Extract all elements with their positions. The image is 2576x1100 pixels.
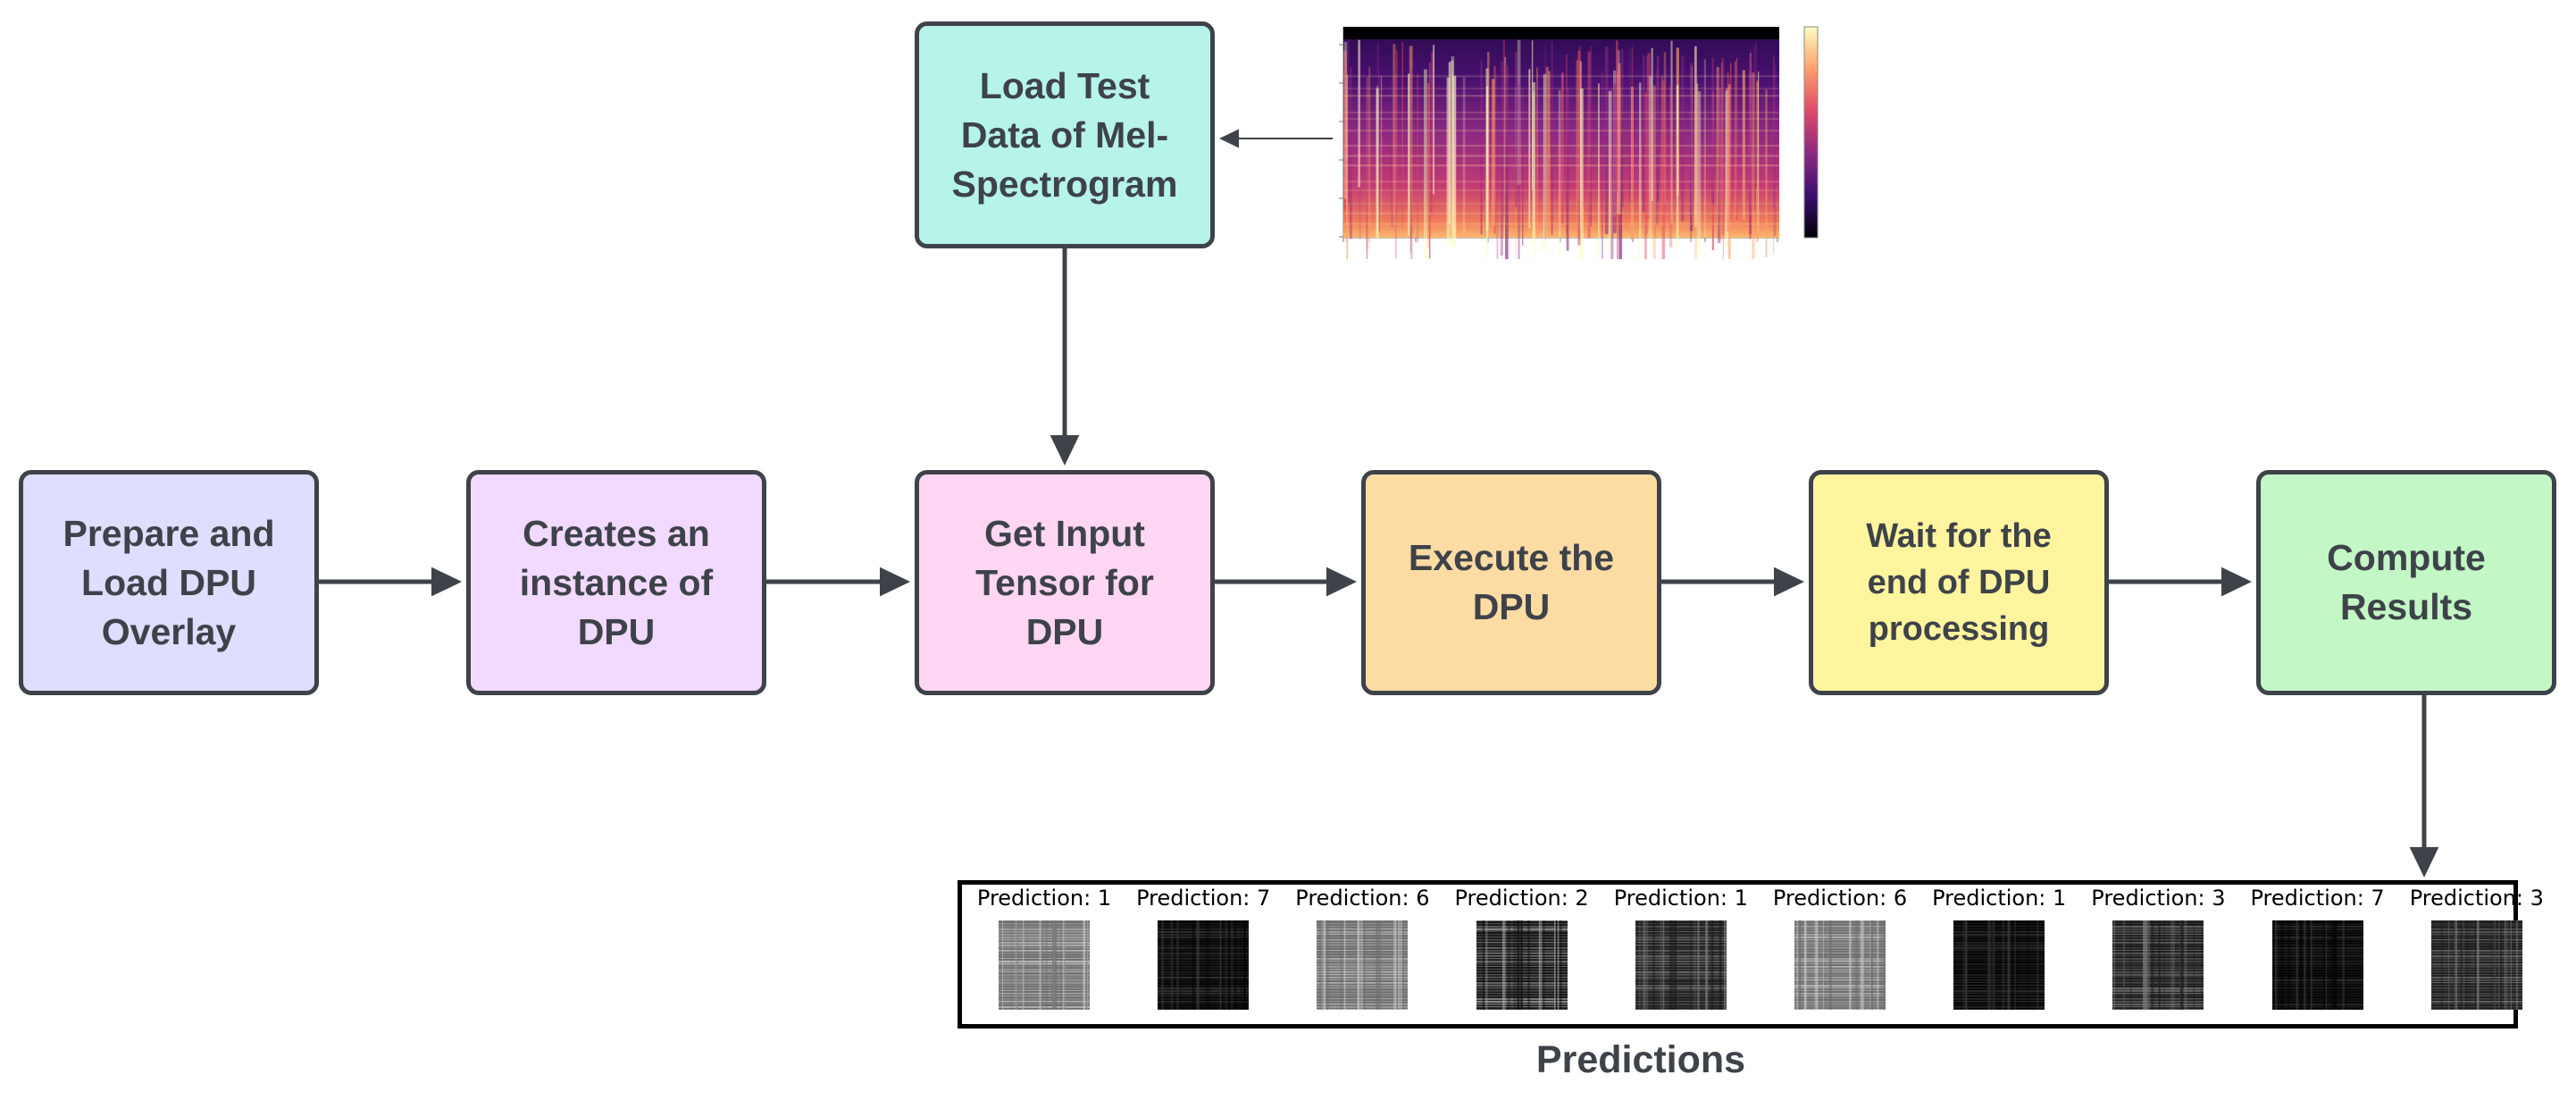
edge-wait-to-compute	[2109, 567, 2252, 597]
prediction-spectrogram-thumbnail	[1317, 920, 1409, 1010]
spectrogram-stripes	[1343, 39, 1779, 259]
edge-compute-to-predictions	[2409, 695, 2439, 877]
load-test-data-node: Load Test Data of Mel- Spectrogram	[915, 21, 1215, 248]
prediction-item: Prediction: 6	[1283, 885, 1442, 1010]
prediction-label: Prediction: 3	[2091, 886, 2226, 911]
prediction-spectrogram-thumbnail	[2112, 920, 2204, 1010]
compute-results-node: Compute Results	[2256, 470, 2556, 695]
edge-execute-to-wait	[1661, 567, 1804, 597]
edge-load_test-to-get_input	[1050, 248, 1080, 466]
prediction-spectrogram-thumbnail	[2271, 920, 2363, 1010]
prepare-load-dpu-label: Prepare and Load DPU Overlay	[63, 512, 275, 652]
prediction-spectrogram-thumbnail	[999, 920, 1090, 1010]
prediction-item: Prediction: 3	[2078, 885, 2237, 1010]
arrowhead-icon	[1050, 435, 1080, 466]
arrowhead-icon	[1219, 129, 1239, 148]
prepare-load-dpu-node: Prepare and Load DPU Overlay	[19, 470, 319, 695]
edge-create-to-get_input	[766, 567, 910, 597]
prediction-label: Prediction: 1	[1932, 886, 2067, 911]
predictions-caption: Predictions	[1535, 1038, 1746, 1081]
compute-results-label: Compute Results	[2327, 537, 2486, 627]
prediction-label: Prediction: 6	[1772, 886, 1908, 911]
prediction-item: Prediction: 6	[1761, 885, 1919, 1010]
arrowhead-icon	[1774, 567, 1804, 597]
prediction-label: Prediction: 7	[1136, 886, 1271, 911]
arrowhead-icon	[2409, 847, 2439, 877]
prediction-item: Prediction: 7	[1124, 885, 1283, 1010]
arrowhead-icon	[1326, 567, 1357, 597]
prediction-label: Prediction: 6	[1295, 886, 1430, 911]
arrowhead-icon	[880, 567, 910, 597]
wait-dpu-node: Wait for the end of DPU processing	[1809, 470, 2109, 695]
arrowhead-icon	[2221, 567, 2252, 597]
execute-dpu-node: Execute the DPU	[1361, 470, 1661, 695]
edge-prepare-to-create	[319, 567, 462, 597]
prediction-label: Prediction: 1	[1613, 886, 1748, 911]
get-input-tensor-label: Get Input Tensor for DPU	[975, 512, 1154, 652]
edges	[319, 129, 2439, 877]
prediction-item: Prediction: 1	[1602, 885, 1761, 1010]
execute-dpu-label: Execute the DPU	[1408, 537, 1615, 627]
prediction-label: Prediction: 1	[976, 886, 1112, 911]
spectrogram-top-band	[1343, 27, 1779, 39]
prediction-item: Prediction: 1	[965, 885, 1124, 1010]
edge-spectrogram-to-load_test	[1219, 129, 1333, 148]
load-test-data-label: Load Test Data of Mel- Spectrogram	[951, 64, 1178, 205]
create-instance-node: Creates an instance of DPU	[466, 470, 766, 695]
mel-spectrogram-image	[1339, 26, 1819, 259]
prediction-spectrogram-thumbnail	[1635, 920, 1727, 1010]
prediction-spectrogram-thumbnail	[1953, 920, 2045, 1010]
prediction-item: Prediction: 2	[1443, 885, 1602, 1010]
prediction-label: Prediction: 2	[1454, 886, 1589, 911]
get-input-tensor-node: Get Input Tensor for DPU	[915, 470, 1215, 695]
prediction-spectrogram-thumbnail	[1794, 920, 1886, 1010]
prediction-item: Prediction: 3	[2397, 885, 2556, 1010]
arrowhead-icon	[431, 567, 462, 597]
prediction-spectrogram-thumbnail	[1158, 920, 1250, 1010]
prediction-item: Prediction: 1	[1919, 885, 2078, 1010]
prediction-item: Prediction: 7	[2238, 885, 2397, 1010]
edge-get_input-to-execute	[1215, 567, 1357, 597]
wait-dpu-label: Wait for the end of DPU processing	[1866, 517, 2052, 648]
spectrogram-colorbar	[1803, 26, 1819, 239]
prediction-label: Prediction: 3	[2409, 886, 2544, 911]
prediction-label: Prediction: 7	[2250, 886, 2385, 911]
prediction-spectrogram-thumbnail	[1476, 920, 1568, 1010]
prediction-spectrogram-thumbnail	[2430, 920, 2522, 1010]
create-instance-label: Creates an instance of DPU	[519, 512, 714, 652]
